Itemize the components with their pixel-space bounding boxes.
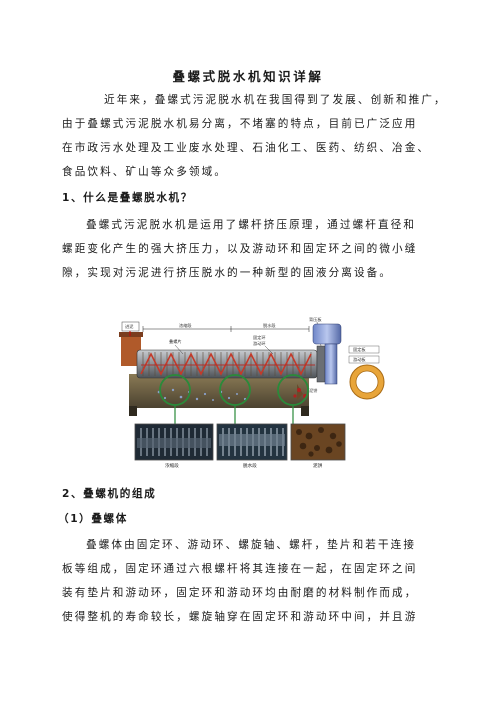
label-fixed-ring: 固定环 [253,334,266,341]
label-dewater-zone: 脱水段 [263,322,276,329]
intro-line: 由于叠螺式污泥脱水机易分离，不堵塞的特点，目前已广泛应用 [62,118,418,130]
section-2-paragraph: 叠螺体由固定环、游动环、螺旋轴、螺杆，垫片和若干连接 板等组成，固定环通过六根螺… [62,533,434,629]
label-back-plate: 背压板 [309,316,322,323]
label-screw-shaft: 叠螺片 [169,338,182,345]
label-thicken-zone: 浓缩段 [179,322,192,329]
section-2-subheading: （1）叠螺体 [58,513,128,525]
document-title: 叠螺式脱水机知识详解 [172,69,324,84]
intro-line: 食品饮料、矿山等众多领域。 [62,166,228,178]
intro-line: 近年来，叠螺式污泥脱水机在我国得到了发展、创新和推广， [104,94,447,106]
screw-press-diagram: 进泥 浓缩段 脱水段 叠螺片 固定环 游动环 背压板 [119,316,385,469]
section-2-line: 使得整机的寿命较长，螺旋轴穿在固定环和游动环中间，并且游 [62,611,418,623]
caption-cake: 泥饼 [313,462,323,469]
section-2-line: 板等组成，固定环通过六根螺杆将其连接在一起，在固定环之间 [62,563,418,575]
section-1-paragraph: 叠螺式污泥脱水机是运用了螺杆挤压原理，通过螺杆直径和 螺距变化产生的强大挤压力，… [62,213,434,285]
label-moving-ring: 游动环 [253,340,266,347]
label-fixed-plate: 固定板 [353,346,366,353]
label-moving-plate: 游动板 [353,356,366,363]
caption-thicken-zone: 浓缩段 [165,462,179,469]
screw-shaft [140,352,312,376]
intro-paragraph: 近年来，叠螺式污泥脱水机在我国得到了发展、创新和推广， 由于叠螺式污泥脱水机易分… [62,88,447,184]
section-1-line: 螺距变化产生的强大挤压力，以及游动环和固定环之间的微小缝 [62,243,418,255]
section-2-line: 装有垫片和游动环，固定环和游动环均由耐磨的材料制作而成， [62,587,418,599]
section-2-line: 叠螺体由固定环、游动环、螺旋轴、螺杆，垫片和若干连接 [86,539,417,551]
section-1-line: 叠螺式污泥脱水机是运用了螺杆挤压原理，通过螺杆直径和 [86,219,417,231]
intro-line: 在市政污水处理及工业废水处理、石油化工、医药、纺织、冶金、 [62,142,431,154]
inlet-tank [121,336,141,366]
section-2-heading: 2、叠螺机的组成 [62,488,157,500]
caption-dewater-zone: 脱水段 [243,462,257,469]
section-1-heading: 1、什么是叠螺脱水机？ [62,192,193,204]
label-cake: 泥饼 [309,387,317,394]
section-1-line: 隙，实现对污泥进行挤压脱水的一种新型的固液分离设备。 [62,267,393,279]
drive-motor [312,323,342,345]
label-inlet: 进泥 [125,323,133,330]
